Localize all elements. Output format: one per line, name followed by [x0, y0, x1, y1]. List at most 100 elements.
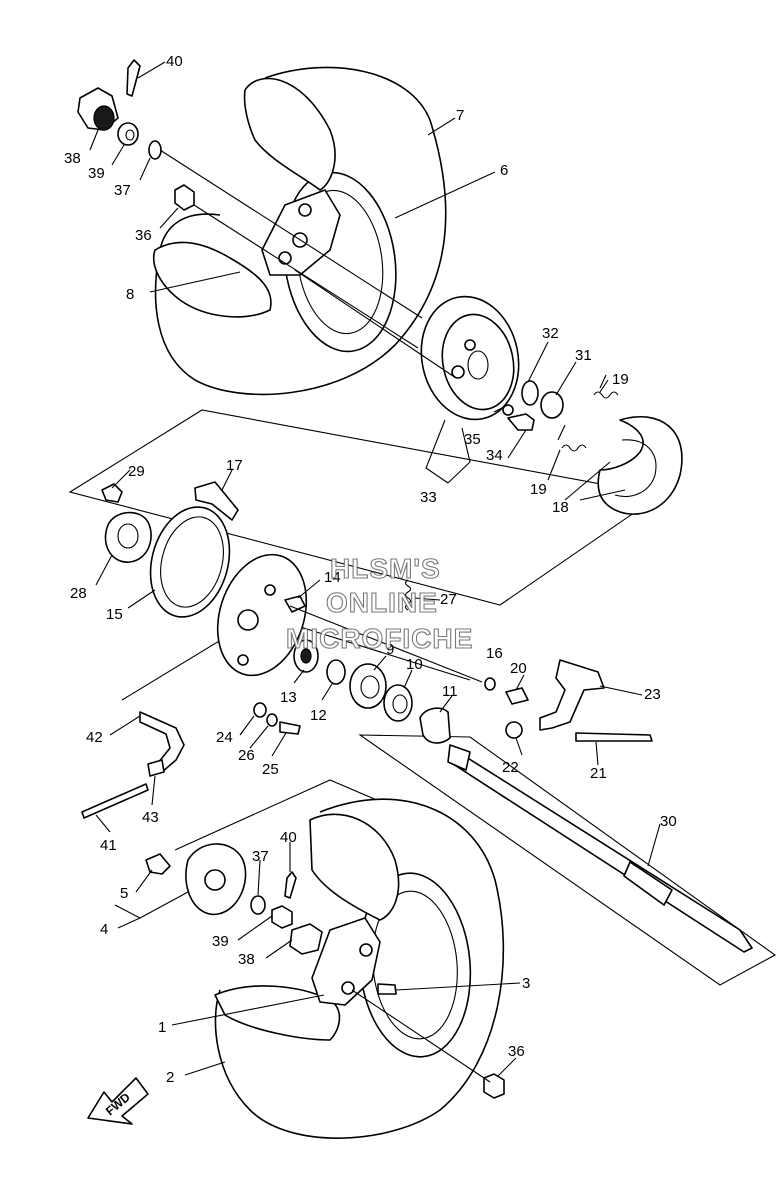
lower-rim-half-1: [214, 985, 341, 1041]
callout-13: 13: [280, 689, 297, 706]
camshaft-17: [194, 481, 239, 521]
upper-nut-stack: [77, 59, 195, 211]
castle-nut-38-lower: [289, 923, 323, 955]
spring-19-lower: [557, 424, 587, 452]
callout-36-lower: 36: [508, 1043, 525, 1060]
callout-15: 15: [106, 606, 123, 623]
lower-hub-hole-2: [359, 943, 373, 957]
spacer-12: [326, 659, 346, 685]
bolt-21: [575, 732, 653, 742]
callout-19-upper: 19: [612, 371, 629, 388]
watermark: HLSM'S ONLINE MICROFICHE: [285, 552, 473, 654]
callout-38-upper: 38: [64, 150, 81, 167]
upper-rim-half-7: [243, 77, 336, 191]
upper-hub-hole-3: [298, 203, 312, 217]
callout-32: 32: [542, 325, 559, 342]
brake-drum: [420, 295, 683, 515]
brake-shoe-18: [597, 415, 683, 515]
callout-18: 18: [552, 499, 569, 516]
callout-26: 26: [238, 747, 255, 764]
oring-16: [484, 677, 496, 691]
callout-5: 5: [120, 885, 128, 902]
watermark-line-1: HLSM'S: [330, 553, 441, 584]
callout-38-lower: 38: [238, 951, 255, 968]
bolt-25: [279, 721, 301, 735]
nut-22: [505, 721, 523, 739]
brake-drum-stud-1: [451, 365, 465, 379]
lower-hub-flange: [311, 917, 381, 1006]
backplate-hole-1: [237, 609, 259, 631]
collar-11: [419, 707, 451, 744]
callout-30: 30: [660, 813, 677, 830]
castle-nut-upper-core: [93, 105, 115, 131]
callout-9: 9: [386, 641, 394, 658]
watermark-line-3: MICROFICHE: [286, 623, 473, 654]
callout-28: 28: [70, 585, 87, 602]
brake-backplate: [101, 481, 412, 677]
cotter-pin-upper: [126, 59, 141, 97]
callout-37-upper: 37: [114, 182, 131, 199]
plate-28: [104, 511, 152, 563]
callout-8: 8: [126, 286, 134, 303]
callout-2: 2: [166, 1069, 174, 1086]
callout-14: 14: [324, 569, 341, 586]
callout-37-lower: 37: [252, 848, 269, 865]
washer-37-lower: [250, 895, 266, 915]
backplate-body: [216, 553, 308, 677]
callout-4: 4: [100, 921, 108, 938]
upper-hub-hole-2: [278, 251, 292, 265]
bearing-9-inner: [360, 675, 380, 699]
washer-24: [253, 702, 267, 718]
callout-43: 43: [142, 809, 159, 826]
washer-26: [266, 713, 278, 727]
plate-28-hole: [117, 523, 139, 549]
callout-35: 35: [464, 431, 481, 448]
brake-drum-stud-2: [464, 339, 476, 351]
fwd-arrow-badge: FWD: [87, 1077, 149, 1125]
callout-24: 24: [216, 729, 233, 746]
upper-tire-sidewall: [159, 213, 221, 251]
lower-hub-hole-1: [341, 981, 355, 995]
callout-labels: 40 38 39 37 7 6 36 8 32 31 19 35 34 19 3…: [64, 53, 677, 1086]
bolt-34: [507, 413, 535, 431]
callout-33: 33: [420, 489, 437, 506]
clip-43: [147, 759, 165, 777]
callout-23: 23: [644, 686, 661, 703]
callout-22: 22: [502, 759, 519, 776]
washer-39-upper-hole: [125, 129, 135, 141]
leader-lines: [89, 61, 661, 1083]
bolt-29: [101, 483, 123, 503]
spring-19-upper: [593, 374, 619, 399]
backplate-hole-2: [237, 654, 249, 666]
misc-hardware: [81, 702, 301, 819]
spring-27: [404, 579, 412, 611]
callout-12: 12: [310, 707, 327, 724]
callout-11: 11: [442, 683, 458, 700]
seal-15-outer: [149, 506, 231, 618]
bearing-9: [349, 663, 387, 709]
axle-spline-mid: [623, 861, 673, 906]
lower-wheel: [145, 798, 505, 1139]
hub-4-center: [204, 869, 226, 891]
callout-41: 41: [100, 837, 117, 854]
brake-drum-hub: [467, 350, 489, 380]
callout-42: 42: [86, 729, 103, 746]
callout-40-lower: 40: [280, 829, 297, 846]
bearing-stack: [293, 639, 496, 744]
callout-7: 7: [456, 107, 464, 124]
fwd-arrow-icon: [87, 1077, 149, 1125]
nut-36-lower: [483, 1073, 505, 1099]
callout-6: 6: [500, 162, 508, 179]
callout-10: 10: [406, 656, 423, 673]
callout-25: 25: [262, 761, 279, 778]
callout-20: 20: [510, 660, 527, 677]
callout-3: 3: [522, 975, 530, 992]
arm-23: [539, 659, 605, 731]
callout-31: 31: [575, 347, 592, 364]
pin-14: [284, 595, 306, 613]
nut-36-upper: [174, 184, 195, 211]
washer-39-upper: [117, 122, 139, 146]
backplate-hole-3: [264, 584, 276, 596]
washer-37-upper: [148, 140, 162, 160]
